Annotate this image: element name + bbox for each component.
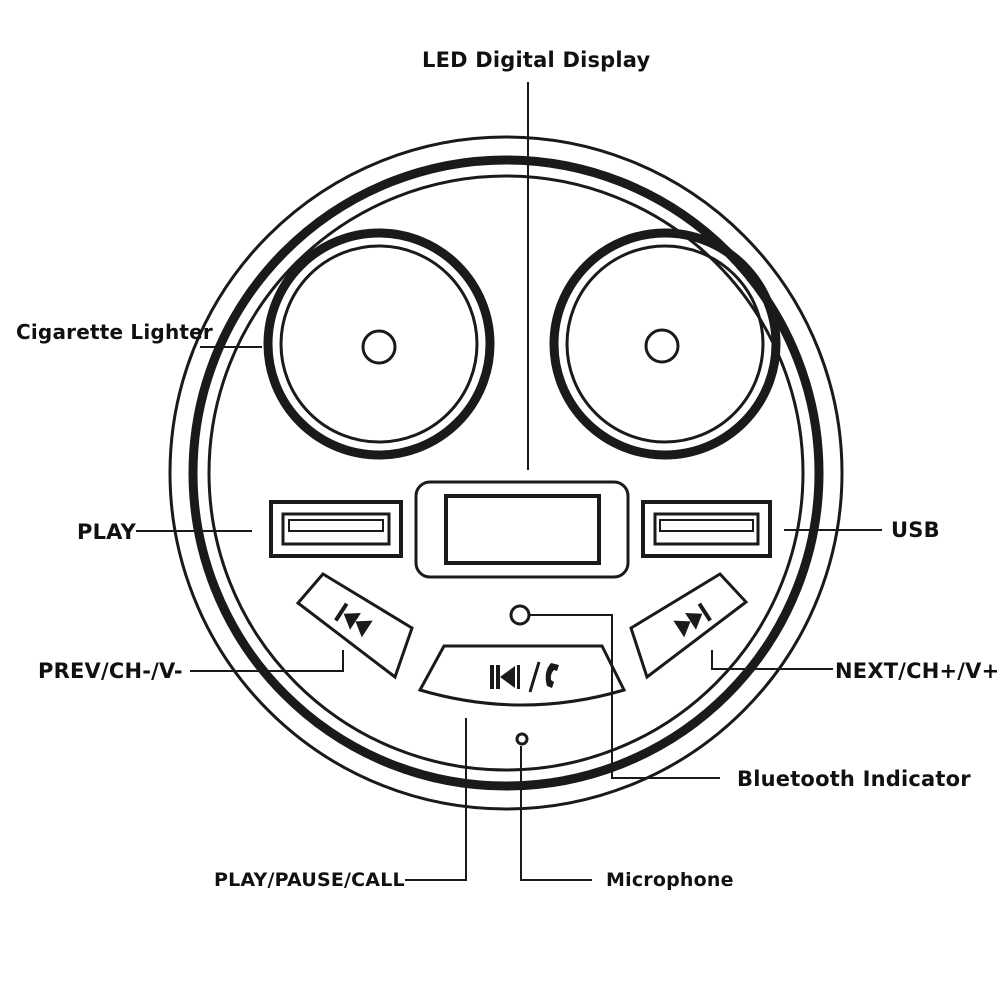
prev-button (295, 572, 414, 680)
usb-port-left (269, 500, 403, 558)
leader-next (711, 650, 833, 670)
next-button (629, 572, 749, 680)
label-usb: USB (891, 518, 940, 542)
middle-rim-ring (188, 155, 824, 791)
leader-play-pause-call (405, 718, 467, 881)
label-play: PLAY (77, 520, 137, 544)
label-microphone: Microphone (606, 869, 734, 891)
usb-port-right (641, 500, 772, 558)
leader-microphone (520, 746, 592, 881)
led-display (414, 480, 630, 579)
cigarette-lighter-left (263, 228, 495, 460)
bluetooth-indicator-led (509, 604, 531, 626)
cigarette-lighter-right (549, 228, 781, 460)
rewind-icon (334, 602, 373, 638)
microphone-hole (515, 732, 529, 746)
leader-prev (190, 650, 344, 672)
label-led-digital-display: LED Digital Display (422, 48, 651, 72)
outer-rim-ring (168, 135, 844, 811)
play-pause-call-button (417, 644, 627, 707)
inner-rim-ring (207, 174, 805, 772)
play-pause-call-icon (490, 661, 559, 693)
label-prev: PREV/CH-/V- (38, 659, 183, 683)
label-cigarette-lighter: Cigarette Lighter (16, 320, 213, 344)
label-play-pause-call: PLAY/PAUSE/CALL (214, 869, 405, 891)
label-bluetooth-indicator: Bluetooth Indicator (737, 767, 971, 791)
label-next: NEXT/CH+/V+ (835, 659, 1000, 683)
fast-forward-icon (673, 602, 712, 638)
leader-bluetooth-indicator (529, 614, 720, 779)
